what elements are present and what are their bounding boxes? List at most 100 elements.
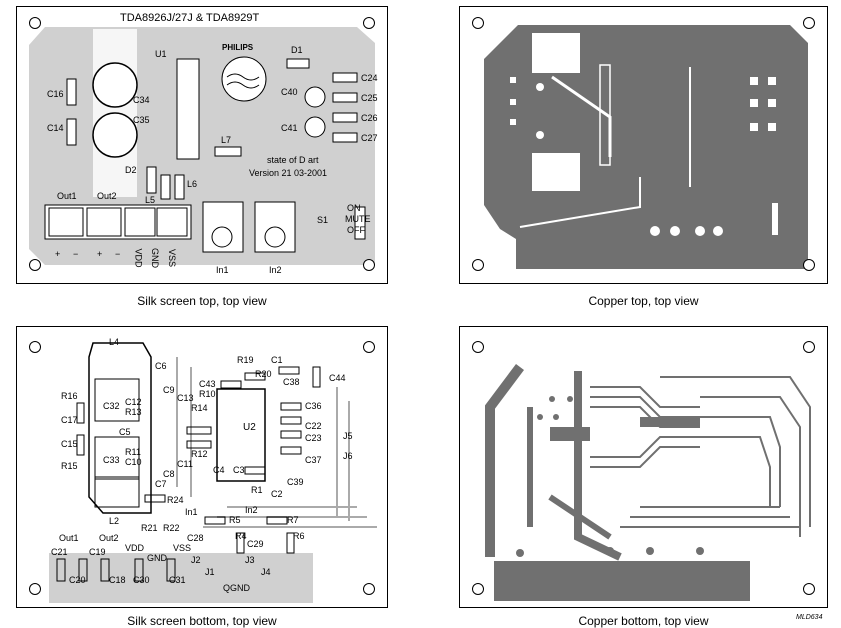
component-label: C29 — [247, 539, 264, 549]
component-label: U2 — [243, 422, 256, 433]
component-label: C10 — [125, 457, 142, 467]
component-label: C7 — [155, 479, 167, 489]
out2-label: Out2 — [97, 191, 117, 201]
switch-label: S1 — [317, 215, 329, 225]
component-label: C44 — [329, 373, 346, 383]
switch-off-label: OFF — [347, 225, 365, 235]
component-label: L2 — [109, 516, 120, 526]
mounting-hole — [803, 341, 815, 353]
component-label: R7 — [287, 515, 299, 525]
component-label: C31 — [169, 575, 186, 585]
philips-logo: PHILIPS — [222, 43, 254, 52]
version-note-line1: state of D art — [267, 155, 319, 165]
component-label: R12 — [191, 449, 208, 459]
in2-label: In2 — [269, 265, 282, 275]
component-label: C40 — [281, 87, 298, 97]
component-label: C22 — [305, 421, 322, 431]
component-label: L5 — [145, 195, 156, 205]
mounting-hole — [29, 583, 41, 595]
component-label: J2 — [191, 555, 201, 565]
component-label: R6 — [293, 531, 305, 541]
copper-top-panel — [459, 6, 828, 284]
component-label: R19 — [237, 355, 254, 365]
component-label: J5 — [343, 431, 353, 441]
out1-label: Out1 — [57, 191, 77, 201]
component-label: C39 — [287, 477, 304, 487]
mounting-hole — [472, 341, 484, 353]
plus-terminal-2: + — [97, 249, 103, 259]
component-label: C12 — [125, 397, 142, 407]
mounting-hole — [803, 259, 815, 271]
plus-terminal-1: + — [55, 249, 61, 259]
mounting-hole — [472, 17, 484, 29]
component-label: R16 — [61, 391, 78, 401]
component-label: R11 — [125, 447, 141, 457]
component-label: R13 — [125, 407, 142, 417]
component-label: R15 — [61, 461, 78, 471]
component-label: C18 — [109, 575, 126, 585]
component-label: R20 — [255, 369, 272, 379]
component-label: C33 — [103, 455, 120, 465]
vss-label: VSS — [167, 248, 178, 268]
component-label: D1 — [291, 45, 303, 55]
silk-bottom-panel: L4 L2 C6 R19 C1 C44 R16 C17 C15 R15 C32 … — [16, 326, 388, 608]
component-label: L6 — [187, 179, 198, 189]
copper-top-board — [484, 25, 808, 269]
component-label: C6 — [155, 361, 167, 371]
component-label: R22 — [163, 523, 180, 533]
vdd-label: VDD — [133, 248, 144, 268]
component-label: C9 — [163, 385, 175, 395]
mounting-hole — [803, 583, 815, 595]
component-label: J1 — [205, 567, 215, 577]
component-label: C38 — [283, 377, 300, 387]
silk-bottom-board — [49, 342, 377, 603]
component-label: In1 — [185, 507, 198, 517]
component-label: R24 — [167, 495, 184, 505]
component-label: R4 — [235, 531, 247, 541]
component-label: C30 — [133, 575, 150, 585]
board-title: TDA8926J/27J & TDA8929T — [120, 12, 260, 24]
component-label: L7 — [221, 135, 232, 145]
caption-silk-top: Silk screen top, top view — [137, 294, 267, 308]
mounting-hole — [29, 259, 41, 271]
component-label: R5 — [229, 515, 241, 525]
caption-copper-bottom: Copper bottom, top view — [578, 614, 709, 628]
component-label: C1 — [271, 355, 283, 365]
component-label: C24 — [361, 73, 378, 83]
component-label: C28 — [187, 533, 204, 543]
component-label: R1 — [251, 485, 263, 495]
component-label: GND — [147, 553, 167, 563]
copper-bottom-board — [485, 364, 811, 601]
component-label: R10 — [199, 389, 216, 399]
minus-terminal-1: − — [73, 249, 79, 259]
component-label: C19 — [89, 547, 106, 557]
component-label: C13 — [177, 393, 194, 403]
mounting-hole — [363, 341, 375, 353]
component-label: C36 — [305, 401, 322, 411]
component-label: C2 — [271, 489, 283, 499]
component-label: L4 — [109, 337, 120, 347]
component-label: J4 — [261, 567, 271, 577]
component-label: C16 — [47, 89, 64, 99]
component-label: C26 — [361, 113, 378, 123]
component-label: J6 — [343, 451, 353, 461]
component-label: VSS — [173, 543, 192, 553]
component-label: C37 — [305, 455, 322, 465]
mounting-hole — [472, 583, 484, 595]
component-label: C25 — [361, 93, 378, 103]
switch-mute-label: MUTE — [345, 214, 371, 224]
component-label: C14 — [47, 123, 64, 133]
in1-label: In1 — [216, 265, 229, 275]
minus-terminal-2: − — [115, 249, 121, 259]
component-label: VDD — [125, 543, 145, 553]
component-label: C3 — [233, 465, 245, 475]
component-label: C27 — [361, 133, 378, 143]
component-label: C5 — [119, 427, 131, 437]
component-label: D2 — [125, 165, 137, 175]
mounting-hole — [363, 583, 375, 595]
component-label: J3 — [245, 555, 255, 565]
caption-copper-top: Copper top, top view — [588, 294, 699, 308]
mounting-hole — [472, 259, 484, 271]
component-label: R21 — [141, 523, 158, 533]
component-label: C20 — [69, 575, 86, 585]
